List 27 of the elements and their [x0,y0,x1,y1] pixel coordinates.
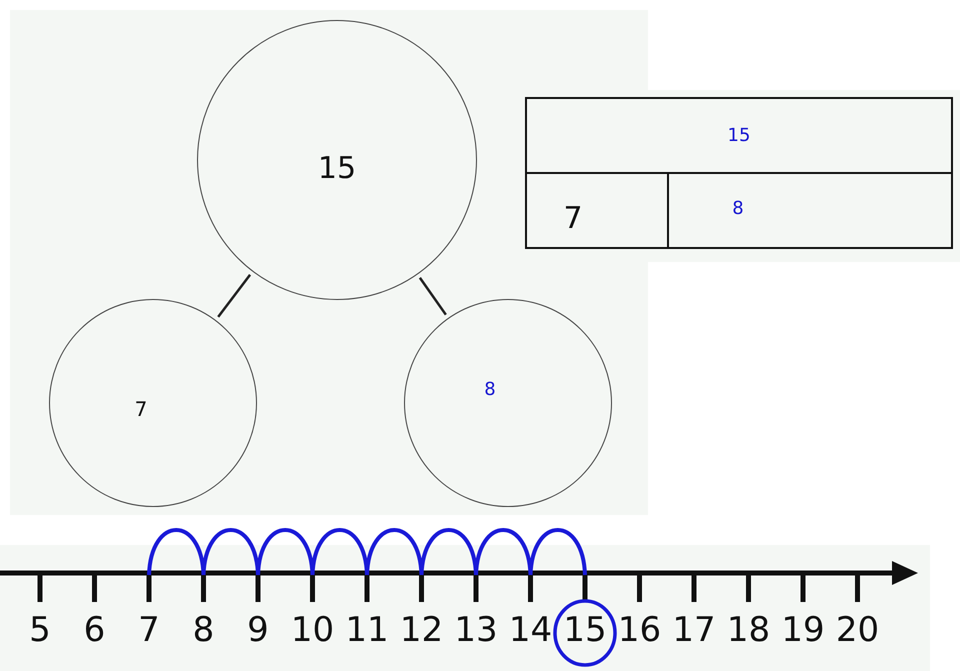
number: 8 [732,198,744,219]
tick-label: 18 [726,610,770,650]
number: 15 [318,150,356,186]
tick-label: 19 [781,610,825,650]
number: 7 [134,397,148,421]
tick-label: 9 [247,610,269,650]
connector-line [418,277,447,316]
number: 7 [563,201,583,236]
tick-label: 6 [84,610,106,650]
tick-label: 16 [618,610,662,650]
tick-label: 17 [672,610,716,650]
tape-diagram-bar [525,97,953,174]
tape-diagram-bar [667,172,953,249]
tick-label: 5 [29,610,51,650]
tick-label: 10 [290,610,334,650]
tick-label: 11 [345,610,389,650]
tick-label: 8 [192,610,214,650]
tick-label: 13 [454,610,498,650]
tape-diagram-bar [525,172,669,249]
tick-label: 7 [138,610,160,650]
number: 15 [728,125,750,146]
tick-label: 12 [400,610,444,650]
tick-label: 15 [563,610,607,650]
tick-label: 14 [508,610,552,650]
tick-label: 20 [836,610,880,650]
connector-line [217,274,252,318]
number: 8 [484,378,496,400]
